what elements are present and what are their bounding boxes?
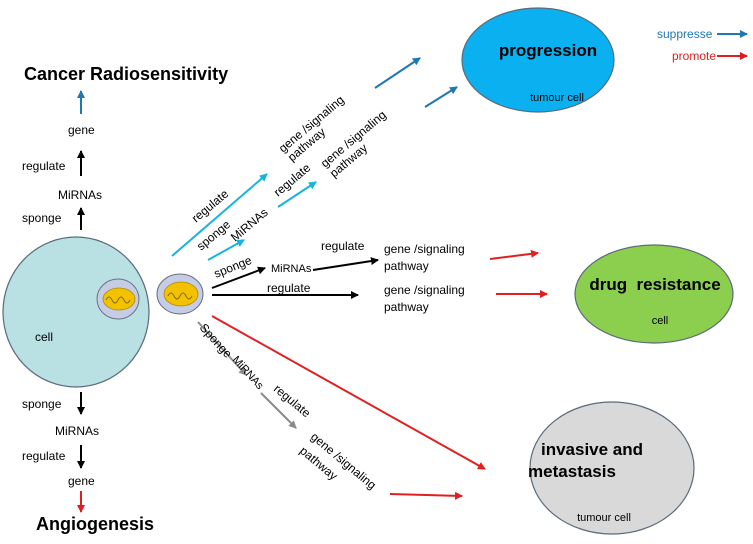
left-top-regulate: regulate	[22, 159, 66, 173]
mitochondrion-free-icon	[156, 273, 204, 315]
left-top-gene: gene	[68, 123, 95, 137]
legend-suppress-label: suppresse	[657, 27, 713, 41]
left-bottom-gene: gene	[68, 474, 95, 488]
cyan-regulate2-label: regulate	[271, 160, 313, 199]
gray-mirnas-label: MiRNAs	[230, 354, 266, 392]
drug-resistance-ellipse	[574, 244, 734, 344]
black-gene2-line2: pathway	[384, 300, 429, 314]
black-gene1-line2: pathway	[384, 259, 429, 273]
black-gene1-line1: gene /signaling	[384, 242, 465, 256]
cyan-arrow-regulate2	[277, 181, 317, 208]
cyan-arrow-regulate	[171, 173, 268, 257]
drug-resistance-sub: cell	[652, 315, 669, 327]
legend-promote-label: promote	[672, 49, 716, 63]
left-top-mirnas: MiRNAs	[58, 188, 102, 202]
radiosensitivity-title: Cancer Radiosensitivity	[24, 64, 228, 84]
cell-ellipse	[2, 236, 150, 388]
red-arrow-to-invasive-2	[389, 491, 463, 500]
black-mirnas-label: MiRNAs	[271, 263, 312, 275]
invasive-title-line2: metastasis	[528, 462, 616, 481]
gray-regulate-label: regulate	[271, 382, 313, 421]
cyan-mirnas-label: MiRNAs	[228, 205, 271, 244]
progression-ellipse	[461, 7, 615, 113]
progression-title: progression	[499, 41, 597, 60]
invasive-sub: tumour cell	[577, 512, 631, 524]
mitochondrion-icon	[96, 278, 140, 320]
cyan-arrow-to-progression-1	[374, 57, 421, 89]
left-top-sponge: sponge	[22, 211, 62, 225]
gray-arrow-sponge	[197, 321, 247, 376]
cyan-arrow-to-progression-2	[424, 86, 458, 108]
black-arrow-sponge	[211, 266, 266, 289]
invasive-ellipse	[529, 401, 695, 535]
black-arrow-regulate1	[312, 257, 379, 271]
black-gene2-line1: gene /signaling	[384, 283, 465, 297]
black-regulate2-label: regulate	[267, 281, 311, 295]
cyan-arrow-sponge	[207, 239, 245, 261]
red-arrow-to-invasive-direct	[211, 315, 486, 470]
black-sponge-label: sponge	[212, 253, 254, 281]
progression-sub: tumour cell	[530, 92, 584, 104]
invasive-title-line1: invasive and	[541, 440, 643, 459]
drug-resistance-title: drug resistance	[589, 275, 720, 294]
left-bottom-sponge: sponge	[22, 397, 62, 411]
left-bottom-mirnas: MiRNAs	[55, 424, 99, 438]
left-bottom-regulate: regulate	[22, 449, 66, 463]
gray-arrow-regulate	[260, 392, 297, 429]
angiogenesis-title: Angiogenesis	[36, 514, 154, 534]
black-regulate1-label: regulate	[321, 239, 365, 253]
cell-label: cell	[35, 330, 53, 344]
red-arrow-to-drug-1	[489, 249, 539, 260]
